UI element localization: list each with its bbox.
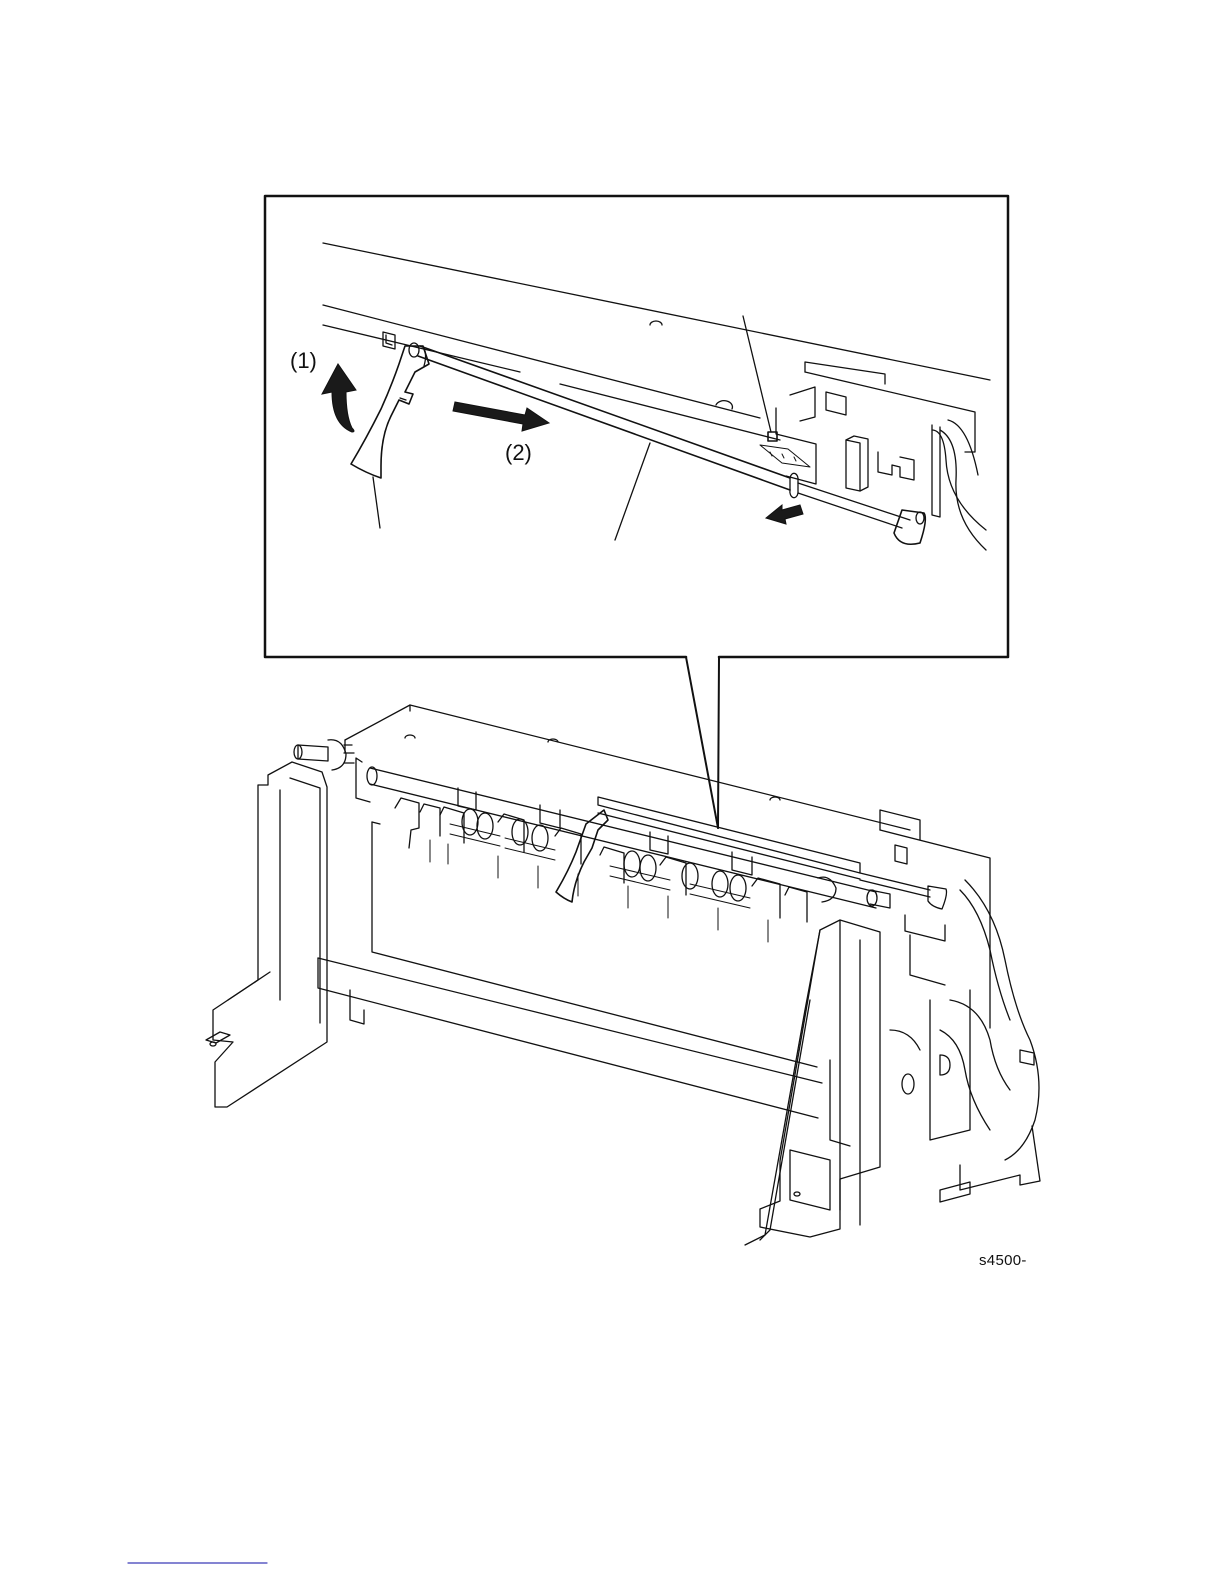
detail-bracket — [760, 362, 986, 550]
leader-lines — [373, 316, 771, 540]
step-1-label: (1) — [290, 348, 317, 374]
main-assembly — [206, 705, 1040, 1245]
down-left-arrow-icon — [766, 505, 803, 524]
lever-handle — [351, 346, 429, 478]
actuator-rod — [409, 343, 925, 544]
figure-id: s4500- — [979, 1252, 1027, 1269]
detail-box — [265, 196, 1008, 828]
step-2-label: (2) — [505, 440, 532, 466]
up-arrow-icon — [322, 364, 356, 432]
right-arrow-icon — [453, 402, 549, 431]
direction-arrows — [322, 364, 803, 524]
detail-frame-lines — [323, 243, 990, 440]
